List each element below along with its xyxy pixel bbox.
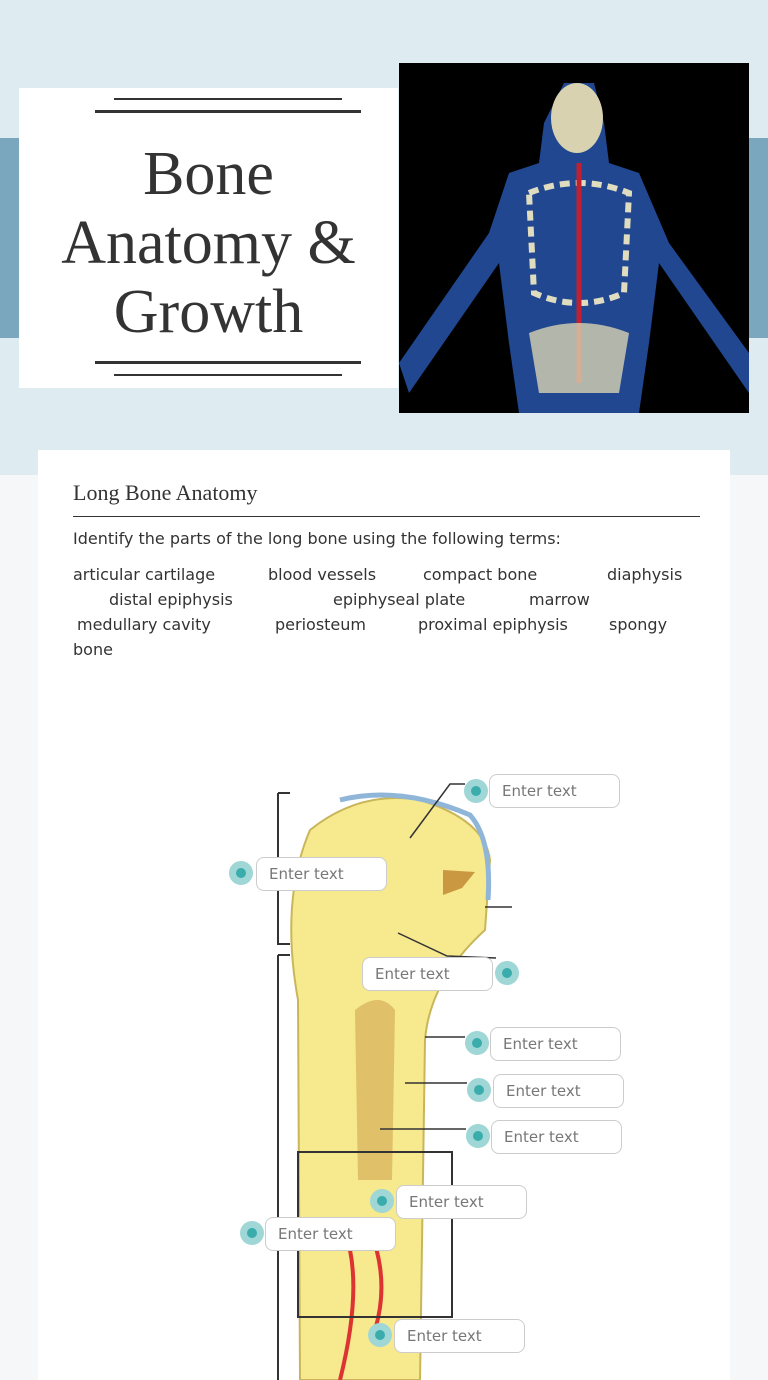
section-title: Long Bone Anatomy bbox=[73, 480, 258, 505]
title-card: Bone Anatomy & Growth bbox=[19, 88, 398, 388]
term: medullary cavity bbox=[77, 615, 211, 634]
hotspot-marker[interactable] bbox=[370, 1189, 394, 1213]
hotspot-marker[interactable] bbox=[466, 1124, 490, 1148]
term: proximal epiphysis bbox=[418, 615, 568, 634]
hotspot-marker[interactable] bbox=[464, 779, 488, 803]
title-line: Growth bbox=[113, 278, 304, 346]
divider bbox=[73, 516, 700, 517]
skeleton-image bbox=[399, 63, 749, 413]
term: spongy bbox=[609, 615, 668, 634]
label-input-1[interactable]: Enter text bbox=[489, 774, 620, 808]
title-line: Bone bbox=[143, 140, 274, 208]
hotspot-marker[interactable] bbox=[495, 961, 519, 985]
hotspot-marker[interactable] bbox=[229, 861, 253, 885]
hotspot-marker[interactable] bbox=[368, 1323, 392, 1347]
term: epiphyseal plate bbox=[333, 590, 466, 609]
page-title: Bone Anatomy & Growth bbox=[19, 140, 398, 347]
label-input-4[interactable]: Enter text bbox=[490, 1027, 621, 1061]
hotspot-marker[interactable] bbox=[467, 1078, 491, 1102]
label-input-7[interactable]: Enter text bbox=[396, 1185, 527, 1219]
term: blood vessels bbox=[268, 565, 377, 584]
term: bone bbox=[73, 640, 113, 659]
label-input-9[interactable]: Enter text bbox=[394, 1319, 525, 1353]
term: distal epiphysis bbox=[109, 590, 233, 609]
instructions: Identify the parts of the long bone usin… bbox=[73, 529, 561, 548]
title-line: Anatomy & bbox=[61, 209, 356, 277]
divider bbox=[95, 110, 361, 113]
term: diaphysis bbox=[607, 565, 683, 584]
term: marrow bbox=[529, 590, 590, 609]
label-input-2[interactable]: Enter text bbox=[256, 857, 387, 891]
hotspot-marker[interactable] bbox=[240, 1221, 264, 1245]
label-input-3[interactable]: Enter text bbox=[362, 957, 493, 991]
divider bbox=[114, 98, 342, 100]
divider bbox=[95, 361, 361, 364]
term: compact bone bbox=[423, 565, 538, 584]
term: periosteum bbox=[275, 615, 366, 634]
label-input-6[interactable]: Enter text bbox=[491, 1120, 622, 1154]
divider bbox=[114, 374, 342, 376]
label-input-8[interactable]: Enter text bbox=[265, 1217, 396, 1251]
term: articular cartilage bbox=[73, 565, 216, 584]
hotspot-marker[interactable] bbox=[465, 1031, 489, 1055]
accent-band-left bbox=[0, 138, 19, 338]
label-input-5[interactable]: Enter text bbox=[493, 1074, 624, 1108]
accent-band-right bbox=[749, 138, 768, 338]
